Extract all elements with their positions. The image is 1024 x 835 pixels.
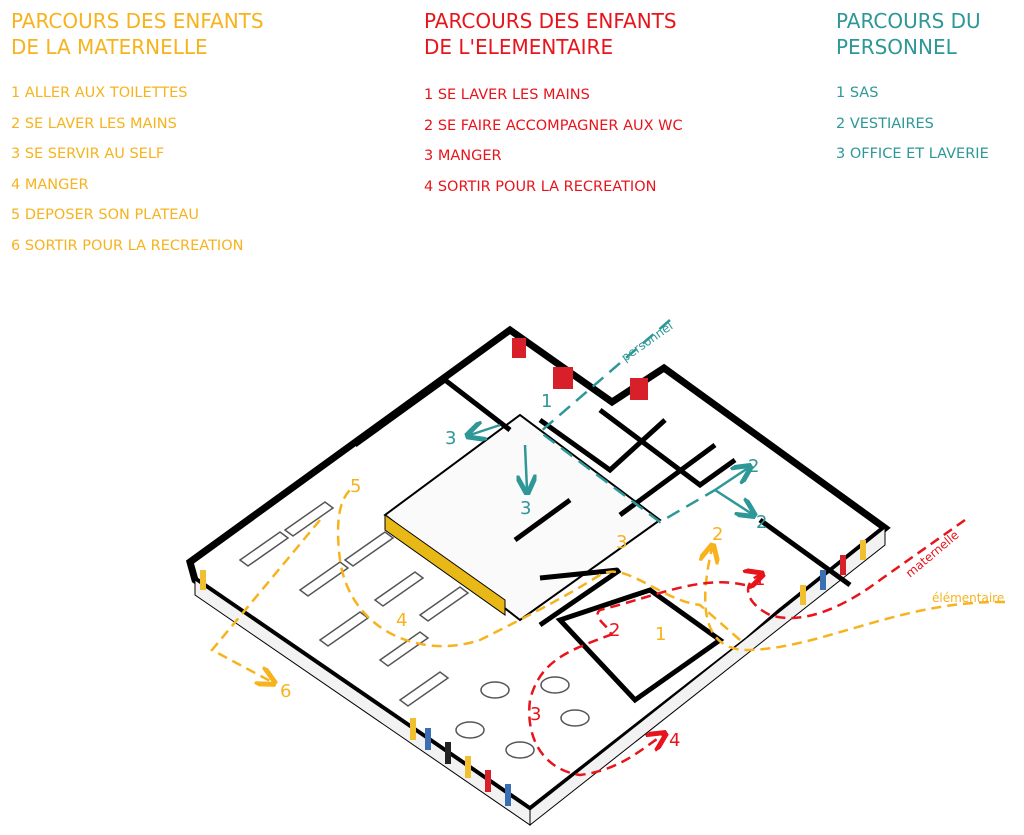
title-line: PARCOURS DU: [836, 9, 981, 33]
ele-step-4: 4: [669, 730, 680, 751]
staff-step-2b: 2: [756, 512, 767, 533]
path-personnel: [470, 319, 752, 524]
mat-step-6: 6: [280, 681, 291, 702]
mat-step-4: 4: [396, 610, 407, 631]
legend-item: 3 SE SERVIR AU SELF: [11, 146, 165, 162]
ele-step-2: 2: [609, 620, 620, 641]
legend-item: 3 OFFICE ET LAVERIE: [836, 146, 989, 162]
legend-item: 2 SE FAIRE ACCOMPAGNER AUX WC: [424, 117, 683, 134]
legend-item: 1 SAS: [836, 85, 879, 101]
mat-step-5: 5: [350, 476, 361, 497]
legend-item: 1 SE LAVER LES MAINS: [424, 87, 590, 103]
mat-step-2: 2: [712, 524, 723, 545]
title-line: DE L'ELEMENTAIRE: [424, 35, 614, 59]
legend-item: 1 ALLER AUX TOILETTES: [11, 85, 188, 101]
staff-step-2a: 2: [748, 456, 759, 477]
mat-step-3: 3: [616, 532, 627, 553]
path-maternelle: [210, 489, 1006, 682]
label-elementaire: élémentaire: [932, 591, 1004, 605]
staff-step-1: 1: [541, 391, 552, 412]
label-maternelle: maternelle: [903, 528, 962, 580]
legend-item: 2 VESTIAIRES: [836, 115, 934, 132]
ele-step-1: 1: [754, 569, 765, 590]
title-line: PERSONNEL: [836, 35, 957, 59]
ele-step-3: 3: [530, 704, 541, 725]
staff-step-3b: 3: [520, 498, 531, 519]
title-line: PARCOURS DES ENFANTS: [11, 9, 264, 33]
building: [185, 325, 891, 827]
path-elementaire: [527, 518, 966, 777]
legend-item: 4 SORTIR POUR LA RECREATION: [424, 178, 657, 195]
legend-item: 2 SE LAVER LES MAINS: [11, 115, 177, 132]
legend-item: 4 MANGER: [11, 176, 89, 193]
legend-item: 3 MANGER: [424, 148, 502, 164]
legend-item: 6 SORTIR POUR LA RECREATION: [11, 237, 244, 254]
mat-step-1: 1: [655, 624, 666, 645]
title-line: DE LA MATERNELLE: [11, 35, 208, 59]
legend-item: 5 DEPOSER SON PLATEAU: [11, 207, 199, 223]
staff-step-3a: 3: [445, 428, 456, 449]
label-personnel: personnel: [619, 319, 676, 365]
title-line: PARCOURS DES ENFANTS: [424, 9, 677, 33]
